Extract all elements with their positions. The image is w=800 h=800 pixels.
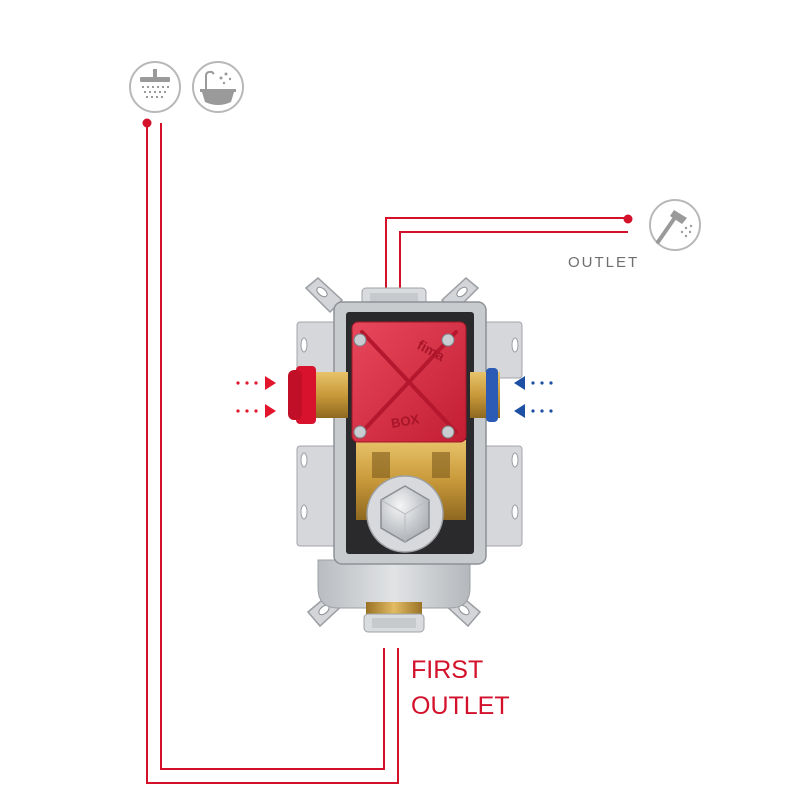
- first-outlet-label-line1: FIRST: [411, 656, 484, 684]
- bathtub-icon: [192, 61, 244, 113]
- pipe-lines: [146, 123, 628, 784]
- cold-inlet-arrow-top: [514, 376, 553, 390]
- pipe-first-outlet-inner: [160, 123, 385, 770]
- product-logo: BOX: [390, 411, 421, 431]
- pipe-first-outlet-outer: [146, 123, 399, 784]
- hex-cap-nut: [366, 475, 444, 553]
- first-outlet-label: FIRST OUTLET: [411, 652, 510, 724]
- pipe-outlet-inner: [399, 231, 628, 288]
- hot-inlet-arrow-top: [236, 376, 276, 390]
- mixer-body: fima BOX: [288, 277, 523, 633]
- pipe-end-dot-left: [142, 118, 152, 128]
- hand-shower-icon: [649, 199, 701, 251]
- hot-inlet-arrows: [236, 376, 276, 418]
- bottom-housing: [317, 559, 471, 609]
- bottom-outlet-connector: [363, 602, 425, 633]
- pipe-end-dot-right: [623, 214, 633, 224]
- cold-inlet-connector: [470, 368, 500, 422]
- first-outlet-label-line2: OUTLET: [411, 692, 510, 720]
- cold-inlet-arrows: [514, 376, 553, 418]
- mounting-bracket-top-left: [304, 277, 344, 314]
- hot-inlet-connector: [288, 366, 348, 424]
- cold-inlet-arrow-bottom: [514, 404, 553, 418]
- protective-cap: fima BOX: [351, 321, 467, 443]
- pipe-outlet-outer: [385, 217, 628, 288]
- outlet-label: OUTLET: [568, 254, 640, 271]
- shower-head-icon: [129, 61, 181, 113]
- hot-inlet-arrow-bottom: [236, 404, 276, 418]
